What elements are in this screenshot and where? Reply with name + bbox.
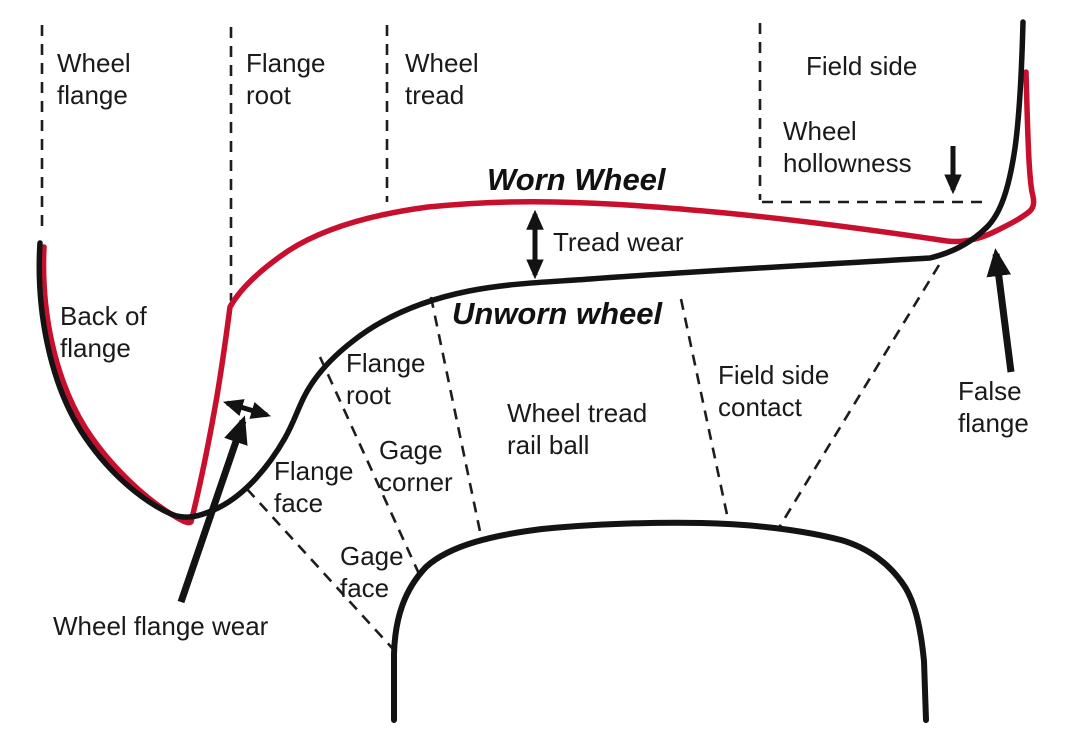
label-false-flange: False flange <box>958 376 1029 438</box>
label-wheel-hollowness: Wheel hollowness <box>783 116 912 178</box>
label-unworn-wheel: Unworn wheel <box>452 296 663 331</box>
label-field-side: Field side <box>806 51 918 81</box>
label-field-side-contact: Field side contact <box>718 360 830 422</box>
label-back-of-flange: Back of flange <box>60 301 147 363</box>
divider-field-side-contact-right <box>778 264 941 527</box>
label-worn-wheel: Worn Wheel <box>487 162 666 197</box>
divider-field-side-contact-left <box>679 298 731 525</box>
label-gage-face: Gage face <box>340 541 404 603</box>
label-wheel-tread: Wheel tread <box>405 48 479 110</box>
label-flange-root: Flange root <box>346 348 426 410</box>
flange-wear-gap-arrow <box>222 399 272 419</box>
wheel-flange-wear-pointer-arrow <box>177 415 248 604</box>
label-wheel-tread-rail-ball: Wheel tread rail ball <box>507 398 648 460</box>
divider-gage-corner <box>429 296 484 542</box>
divider-gage-face <box>246 488 394 650</box>
label-wheel-flange: Wheel flange <box>57 48 131 110</box>
false-flange-pointer-arrow <box>986 248 1015 373</box>
unworn-wheel-curve <box>36 19 1026 520</box>
rail-profile-curve <box>391 519 929 723</box>
label-tread-wear: Tread wear <box>553 227 684 257</box>
label-flange-face: Flange face <box>274 456 354 518</box>
label-gage-corner: Gage corner <box>379 435 453 497</box>
label-wheel-flange-wear: Wheel flange wear <box>53 611 269 641</box>
divider-flange-face <box>318 356 422 577</box>
label-flange-root-top: Flange root <box>246 48 326 110</box>
